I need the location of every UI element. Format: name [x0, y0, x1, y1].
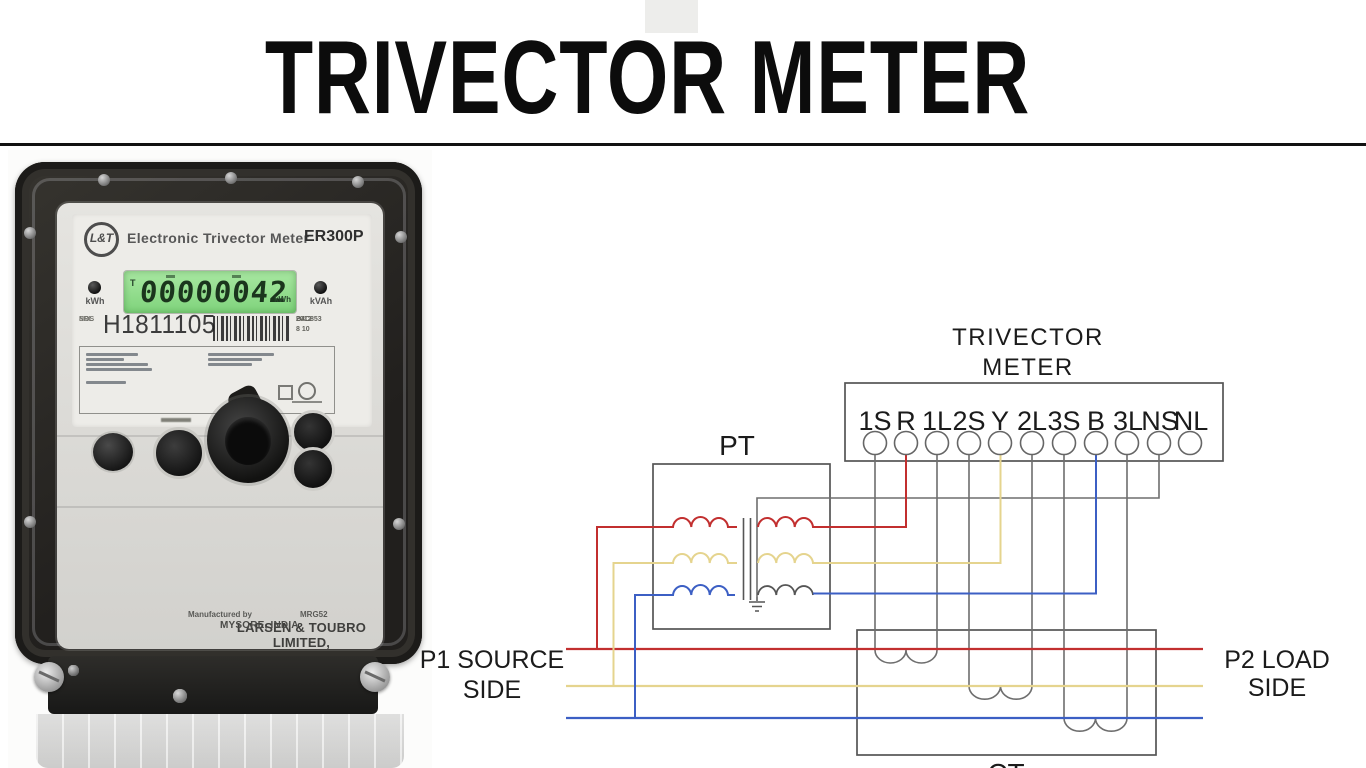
ct-label: CT [987, 758, 1024, 768]
optical-port [291, 447, 335, 491]
lcd-annunciator [232, 275, 241, 278]
face-seam [57, 506, 383, 508]
serial-number: H1811105 [103, 309, 216, 339]
pt-primary-coil-r [596, 516, 737, 649]
brand-logo-icon: L&T [84, 222, 119, 257]
p2-load-label: SIDE [1248, 674, 1306, 702]
screw [24, 516, 36, 528]
p2-load-label: P2 LOAD [1224, 646, 1330, 674]
pt-primary-coil-y [612, 552, 737, 686]
terminal-label: NS [1141, 406, 1179, 436]
terminal-label: Y [991, 406, 1009, 436]
spec-text-illegible [208, 363, 252, 366]
spec-text-illegible [208, 353, 274, 356]
pt-secondary-wire-b [813, 444, 1097, 595]
push-button [93, 433, 133, 471]
terminal-circles [862, 430, 1203, 456]
lcd-display: T 00000042 kWh [124, 271, 296, 313]
terminal-label: 2S [952, 406, 985, 436]
ground-symbol-icon [749, 597, 765, 612]
screw [24, 227, 36, 239]
screw [98, 174, 110, 186]
terminal-labels: 1S R 1L 2S Y 2L 3S B 3L NS NL [858, 406, 1208, 436]
ct-box [856, 629, 1157, 756]
pt-label: PT [719, 430, 755, 461]
screw [225, 172, 237, 184]
spec-text-illegible [208, 358, 262, 361]
lcd-mode-flag: T [130, 278, 136, 288]
spec-plate [79, 346, 335, 414]
manufactured-by-label: Manufactured by [187, 610, 252, 619]
trivector-meter-label: TRIVECTOR [952, 324, 1104, 351]
screw [395, 231, 407, 243]
spec-text-illegible [86, 358, 124, 361]
led-left-label: kWh [85, 296, 105, 306]
spec-text-illegible [86, 363, 148, 366]
barcode [213, 316, 289, 341]
spec-text-illegible [86, 353, 138, 356]
meter-photo: L&T Electronic Trivector Meter ER300P T … [8, 150, 432, 768]
p1-source-label: SIDE [463, 676, 521, 704]
neutral-secondary-wire [756, 444, 1160, 597]
push-button [153, 427, 205, 479]
terminal-label: 1S [858, 406, 891, 436]
terminal-label: 1L [922, 406, 952, 436]
spec-text-illegible [86, 368, 152, 371]
certification-mark-icon [278, 385, 293, 400]
meter-model: ER300P [304, 228, 364, 245]
pt-core [742, 518, 752, 600]
title-divider [0, 143, 1366, 146]
led-indicator [88, 281, 101, 294]
terminal-label: B [1087, 406, 1105, 436]
led-right-label: kVAh [309, 296, 333, 306]
lcd-unit: kWh [274, 295, 291, 304]
cover-screw [34, 662, 64, 692]
pt-primary-coil-b [634, 584, 735, 718]
terminal-label: 3S [1047, 406, 1080, 436]
page-title: TRIVECTOR METER [264, 20, 1030, 136]
terminal-label: 3L [1113, 406, 1143, 436]
meter-terminal-box [844, 382, 1224, 462]
cover-screw [360, 662, 390, 692]
button-label-illegible [161, 418, 191, 422]
terminal-block [48, 656, 378, 714]
terminal-label: R [896, 406, 916, 436]
meter-face: L&T Electronic Trivector Meter ER300P T … [57, 203, 383, 650]
pt-secondary-wire-r [757, 444, 907, 528]
terminal-cover [36, 714, 404, 768]
led-indicator [314, 281, 327, 294]
lcd-reading: 00000042 [138, 275, 290, 309]
screw [393, 518, 405, 530]
certification-mark-icon [298, 382, 316, 400]
wiring-diagram: 1S R 1L 2S Y 2L 3S B 3L NS NL TRIVECTOR … [408, 150, 1366, 768]
lcd-annunciator [166, 275, 175, 278]
spec-text-illegible [292, 401, 322, 403]
trivector-meter-label: METER [982, 354, 1074, 381]
optical-port [291, 410, 335, 454]
meter-type-label: Electronic Trivector Meter [127, 230, 310, 246]
wiring-diagram-canvas: 1S R 1L 2S Y 2L 3S B 3L NS NL TRIVECTOR … [420, 324, 1330, 768]
p1-source-label: P1 SOURCE [420, 646, 564, 674]
background-band [645, 0, 698, 33]
pt-secondary-coil-b [757, 584, 814, 596]
pt-box [652, 463, 831, 630]
spec-text-illegible [86, 381, 126, 384]
terminal-label: NL [1174, 406, 1209, 436]
terminal-label: 2L [1017, 406, 1047, 436]
footer-code: MRG52 [300, 610, 328, 619]
screw [352, 176, 364, 188]
pt-secondary-wire-y [757, 444, 1002, 564]
sealing-knob-center [225, 417, 271, 465]
